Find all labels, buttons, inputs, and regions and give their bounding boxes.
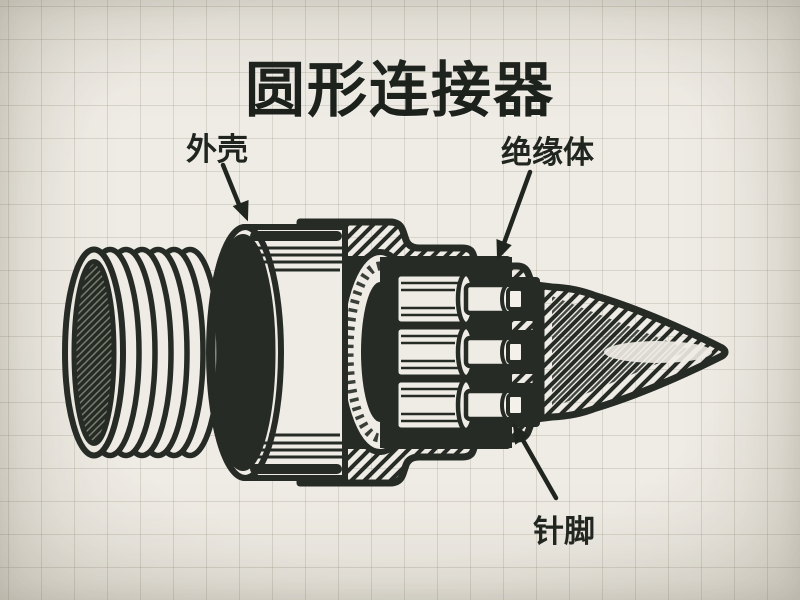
label-shell: 外壳 [186,132,248,167]
shell-shading [256,246,344,459]
diagram-title: 圆形连接器 [245,57,555,124]
cone-axis-highlight [604,341,712,363]
shell-rim-inner [210,234,276,471]
shell-arrow [220,162,249,222]
pin-middle [393,324,525,380]
shell-opening-dark [214,238,272,467]
thread-bore-dark [71,259,117,446]
label-pins: 针脚 [533,514,595,549]
shell-rim-outer [206,224,284,481]
shell-body [206,224,348,481]
insulator-arrow [496,169,533,261]
pin-top [393,271,525,327]
pin-bottom [393,377,525,433]
pins-group [393,271,525,433]
pins-arrow [512,422,559,501]
thread-section [62,246,222,459]
rear-cone [532,281,729,423]
label-insulator: 绝缘体 [501,135,594,170]
